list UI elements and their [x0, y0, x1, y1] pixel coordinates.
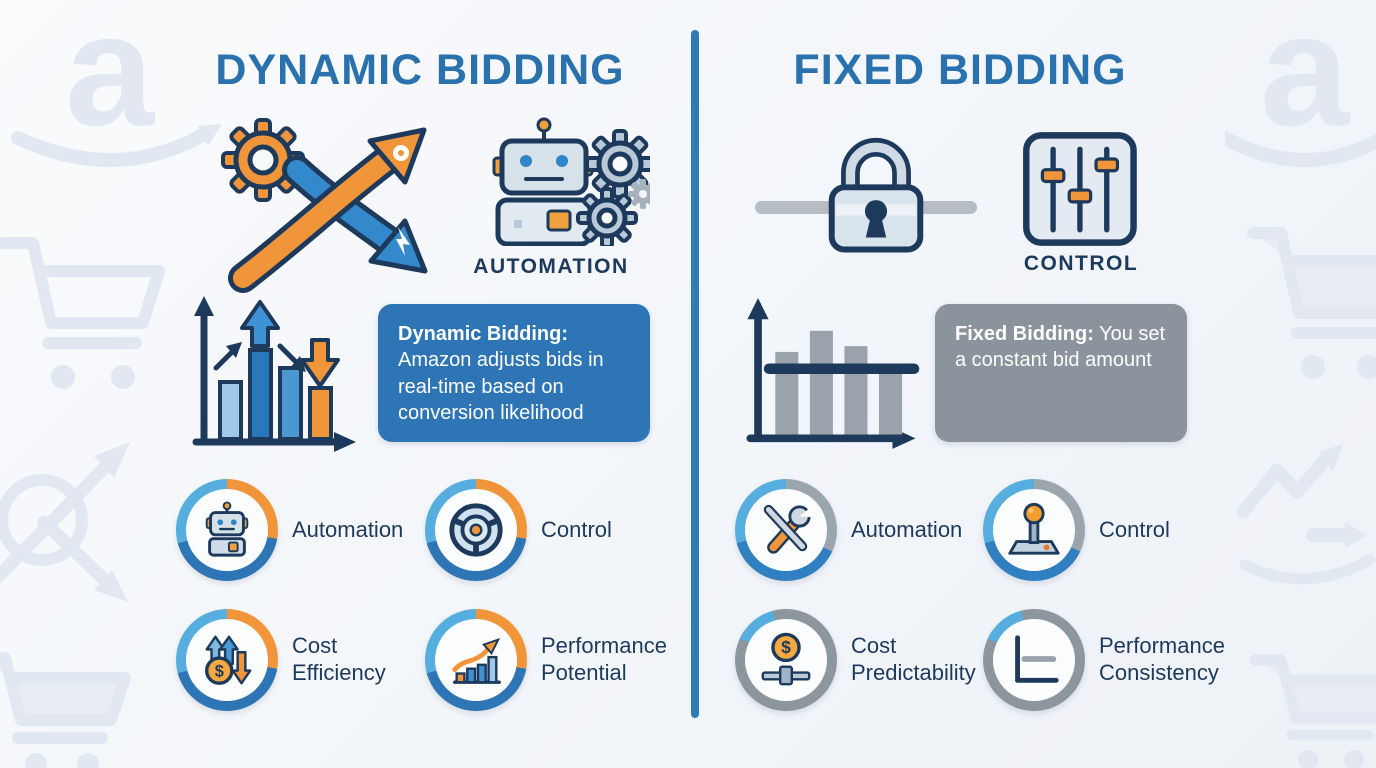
feature-performance-potential: Performance Potential [425, 608, 670, 712]
zigzag-arrow-watermark [1236, 444, 1376, 585]
feature-badge [425, 479, 527, 581]
feature-fixed-automation: Automation [735, 478, 980, 582]
joystick-icon [1008, 502, 1060, 555]
growth-chart-icon [452, 638, 501, 684]
svg-text:$: $ [215, 662, 224, 680]
dynamic-bidding-callout: Dynamic Bidding: Amazon adjusts bids in … [378, 304, 650, 442]
cart-watermark [0, 237, 165, 389]
feature-fixed-control: Control [983, 478, 1223, 582]
feature-performance-consistency: Performance Consistency [983, 608, 1245, 712]
dollar-slider-icon: $ [761, 632, 811, 686]
robot-gears-icon [492, 117, 658, 249]
cart-watermark [1250, 654, 1376, 768]
feature-badge: $ [735, 609, 837, 711]
feature-cost-efficiency: $ Cost Efficiency [176, 608, 421, 712]
robot-icon [205, 501, 249, 557]
callout-lead: Dynamic Bidding: [398, 323, 569, 345]
sliders-icon [1023, 132, 1137, 246]
callout-body: Amazon adjusts bids in real-time based o… [398, 349, 604, 425]
dynamic-bidding-title: DYNAMIC BIDDING [215, 46, 625, 94]
dynamic-bar-chart-icon [192, 296, 356, 452]
cart-watermark [0, 652, 131, 768]
feature-badge [425, 609, 527, 711]
control-caption: CONTROL [1023, 252, 1139, 275]
amazon-logo-watermark: a [1225, 0, 1376, 167]
feature-cost-predictability: $ Cost Predictability [735, 608, 983, 712]
feature-badge [735, 479, 837, 581]
feature-badge: $ [176, 609, 278, 711]
feature-label: Performance Potential [541, 633, 667, 685]
column-divider [691, 30, 699, 718]
callout-body: You set a constant bid amount [955, 323, 1166, 372]
feature-label: Automation [292, 516, 404, 542]
dollar-arrows-icon: $ [205, 635, 252, 685]
automation-figure: AUTOMATION [452, 116, 658, 279]
svg-text:a: a [1260, 0, 1350, 159]
crossed-arrows-watermark [0, 442, 130, 602]
callout-lead: Fixed Bidding: [955, 323, 1094, 345]
fixed-bidding-callout: Fixed Bidding: You set a constant bid am… [935, 304, 1187, 442]
feature-label: Control [541, 516, 612, 542]
feature-label: Automation [851, 516, 963, 542]
feature-label: Performance Consistency [1099, 633, 1225, 685]
fixed-bar-chart-icon [746, 298, 920, 449]
feature-label: Cost Efficiency [292, 633, 386, 685]
feature-label: Control [1099, 516, 1170, 542]
lock-icon [828, 137, 924, 253]
feature-badge [983, 479, 1085, 581]
feature-dynamic-automation: Automation [176, 478, 421, 582]
amazon-logo-watermark: a [11, 0, 222, 168]
feature-dynamic-control: Control [425, 478, 655, 582]
flat-line-chart-icon [1015, 635, 1059, 683]
feature-badge [983, 609, 1085, 711]
feature-label: Cost Predictability [851, 633, 976, 685]
dynamic-arrows-gear-icon [221, 118, 428, 293]
feature-badge [176, 479, 278, 581]
fixed-bidding-title: FIXED BIDDING [793, 46, 1127, 94]
steering-wheel-icon [449, 503, 503, 557]
svg-text:$: $ [781, 637, 791, 657]
tools-icon [763, 504, 815, 554]
control-figure: CONTROL [1018, 130, 1144, 276]
cart-watermark [1247, 227, 1376, 379]
automation-caption: AUTOMATION [473, 255, 629, 278]
